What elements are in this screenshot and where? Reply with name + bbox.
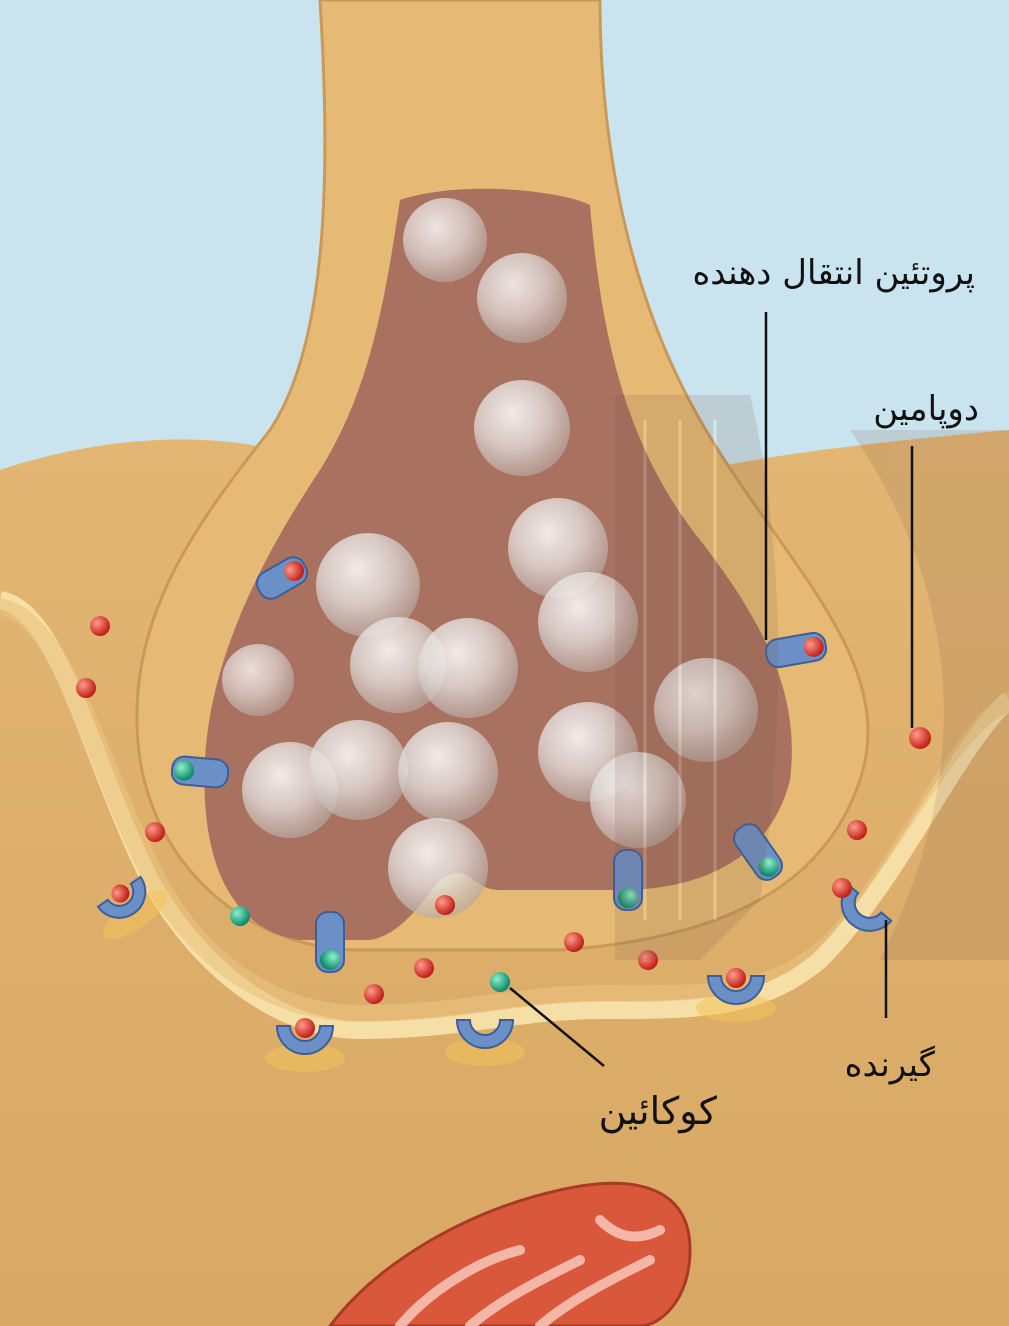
dopamine-molecule [435, 895, 455, 915]
vesicle [477, 253, 567, 343]
dopamine-molecule [847, 820, 867, 840]
dopamine-molecule [90, 616, 110, 636]
vesicle [398, 722, 498, 822]
cocaine-molecule [490, 972, 510, 992]
dopamine-label: دوپامین [873, 392, 979, 426]
vesicle [222, 644, 294, 716]
cocaine-molecule [230, 906, 250, 926]
dopamine-molecule [414, 958, 434, 978]
vesicle [418, 618, 518, 718]
vesicle [474, 380, 570, 476]
dopamine-molecule [145, 822, 165, 842]
vesicle [403, 198, 487, 282]
transporter-protein [316, 912, 344, 972]
dopamine-molecule [76, 678, 96, 698]
dopamine-molecule [909, 727, 931, 749]
cocaine-label: کوکائین [599, 1092, 717, 1130]
dopamine-molecule [364, 984, 384, 1004]
dopamine-molecule [564, 932, 584, 952]
transporter-protein-label: پروتئین انتقال دهنده [692, 256, 975, 290]
dopamine-molecule [832, 878, 852, 898]
receptor-label: گیرنده [845, 1048, 935, 1082]
transporter-protein [171, 756, 229, 789]
vesicle [308, 720, 408, 820]
